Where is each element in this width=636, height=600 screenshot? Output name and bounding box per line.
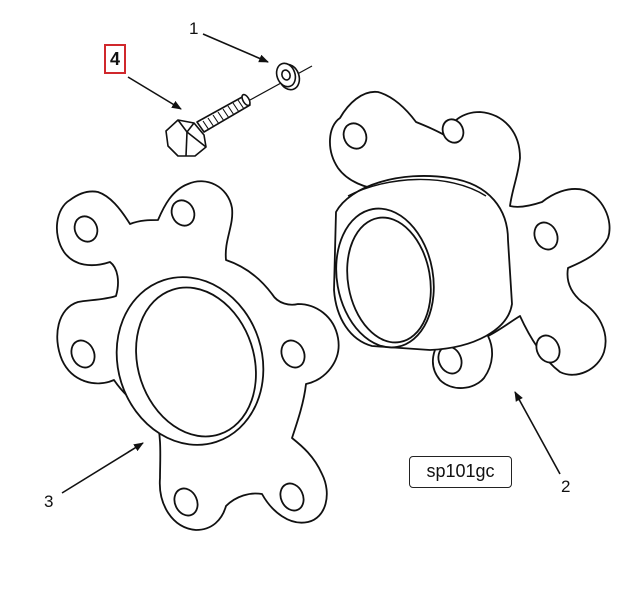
flange-ring-part (56, 180, 340, 531)
callout-number-bolt[interactable]: 4 (104, 44, 126, 74)
leader-arrow-3 (61, 442, 144, 494)
callout-number-washer: 1 (189, 19, 199, 38)
leader-arrow-1 (202, 33, 269, 63)
callout-number-flange-ring: 3 (44, 492, 54, 511)
hub-flange-part (329, 91, 611, 389)
bolt-part (165, 93, 251, 157)
illustration-code-label: sp101gc (409, 456, 512, 488)
callout-number-hub-flange: 2 (561, 477, 571, 496)
washer-part (275, 62, 301, 91)
leader-arrow-2 (514, 391, 561, 475)
leader-arrow-4 (127, 76, 182, 110)
leader-arrows (61, 33, 561, 494)
